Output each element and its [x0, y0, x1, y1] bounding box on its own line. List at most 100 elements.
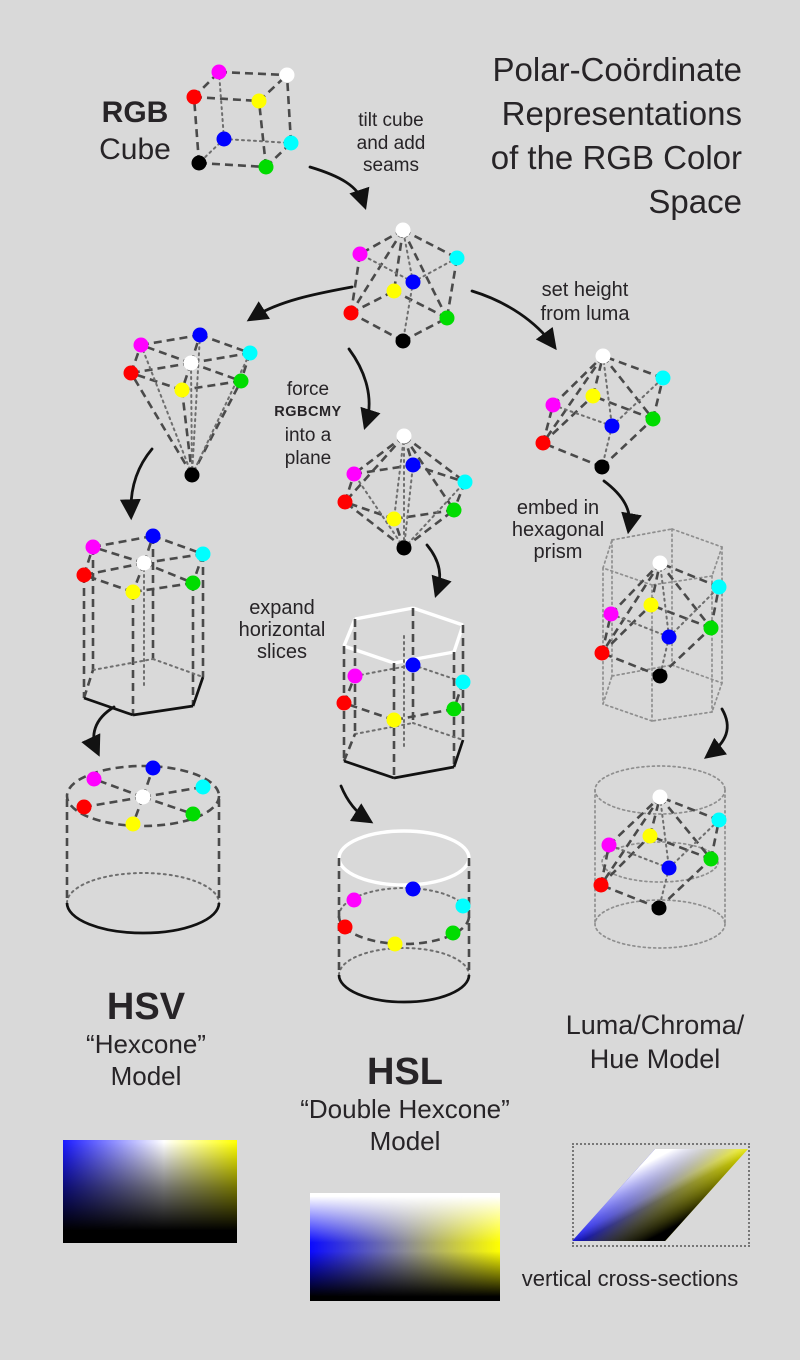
- node-cyan: [449, 250, 465, 266]
- node-blue: [145, 760, 161, 776]
- node-white: [652, 555, 668, 571]
- node-blue: [216, 131, 232, 147]
- node-red: [76, 799, 92, 815]
- luma-cross-section-box: [572, 1143, 750, 1247]
- node-cyan: [711, 579, 727, 595]
- node-yellow: [386, 283, 402, 299]
- node-green: [645, 411, 661, 427]
- page-title: Polar-Coördinate Representations of the …: [491, 48, 742, 224]
- hsv-cross-section: [63, 1140, 237, 1243]
- hsv-model-label: HSV “Hexcone” Model: [55, 986, 237, 1092]
- node-blue: [661, 860, 677, 876]
- node-green: [185, 806, 201, 822]
- hsl-subtitle2: Model: [369, 1126, 441, 1156]
- luma-title-line: Luma/Chroma/: [565, 1010, 745, 1040]
- node-red: [594, 645, 610, 661]
- arrow-hexcone-prism: [119, 447, 154, 521]
- figure-bipyramid: [337, 428, 473, 556]
- annotation-line: prism: [533, 541, 583, 563]
- node-white: [279, 67, 295, 83]
- figure-hsl-prism: [336, 606, 471, 780]
- figure-hsv-cylinder: [65, 760, 221, 935]
- node-blue: [145, 528, 161, 544]
- node-red: [593, 877, 609, 893]
- arrow-to-bipyramid: [347, 347, 381, 431]
- node-green: [703, 851, 719, 867]
- node-green: [446, 701, 462, 717]
- node-blue: [405, 457, 421, 473]
- annotation-set-height: set height from luma: [500, 278, 670, 326]
- node-green: [446, 502, 462, 518]
- arrow-hsl-cylinder: [339, 784, 374, 824]
- node-magenta: [603, 606, 619, 622]
- luma-title-line: Hue Model: [589, 1044, 721, 1074]
- node-magenta: [346, 466, 362, 482]
- annotation-line: plane: [284, 448, 332, 469]
- node-yellow: [585, 388, 601, 404]
- node-yellow: [125, 584, 141, 600]
- arrow-hsv-cylinder: [81, 705, 116, 757]
- annotation-expand-slices: expand horizontal slices: [212, 597, 352, 663]
- hsl-title: HSL: [367, 1051, 443, 1093]
- hsv-subtitle: “Hexcone”: [86, 1029, 206, 1059]
- node-magenta: [211, 64, 227, 80]
- figure-luma-solid: [535, 348, 671, 475]
- node-white: [396, 428, 412, 444]
- luma-cross-section: [572, 1149, 748, 1241]
- annotation-tilt-cube: tilt cube and add seams: [326, 110, 456, 178]
- node-yellow: [642, 828, 658, 844]
- title-line: of the RGB Color: [490, 139, 742, 176]
- node-green: [258, 159, 274, 175]
- arrow-luma-cylinder: [703, 707, 729, 759]
- figure-luma-prism: [594, 528, 727, 722]
- node-blue: [405, 274, 421, 290]
- node-magenta: [545, 397, 561, 413]
- node-black: [396, 540, 412, 556]
- node-yellow: [125, 816, 141, 832]
- node-black: [651, 900, 667, 916]
- rgb-cube-label-rest: Cube: [99, 133, 171, 166]
- node-magenta: [86, 771, 102, 787]
- figure-rgb-cube: [186, 64, 299, 175]
- hsv-title: HSV: [106, 986, 186, 1028]
- figure-hexcone-top: [123, 327, 258, 483]
- node-yellow: [251, 93, 267, 109]
- node-cyan: [195, 546, 211, 562]
- annotation-line: slices: [256, 641, 307, 663]
- node-yellow: [386, 712, 402, 728]
- figure-luma-cylinder: [593, 765, 727, 949]
- hsl-cross-section: [310, 1193, 500, 1301]
- node-red: [336, 695, 352, 711]
- arrow-tilt: [308, 165, 370, 210]
- node-red: [337, 919, 353, 935]
- node-cyan: [711, 812, 727, 828]
- node-black: [184, 467, 200, 483]
- node-red: [337, 494, 353, 510]
- annotation-line: embed in: [516, 497, 600, 519]
- annotation-line: horizontal: [238, 619, 326, 641]
- node-black: [652, 668, 668, 684]
- node-red: [535, 435, 551, 451]
- hsv-subtitle2: Model: [110, 1061, 182, 1091]
- annotation-line: expand: [249, 597, 315, 619]
- hsl-model-label: HSL “Double Hexcone” Model: [300, 1051, 510, 1157]
- arrow-to-hexcone: [246, 285, 354, 322]
- node-yellow: [386, 511, 402, 527]
- annotation-line: from luma: [540, 303, 630, 325]
- node-blue: [604, 418, 620, 434]
- node-green: [445, 925, 461, 941]
- node-cyan: [457, 474, 473, 490]
- node-yellow: [387, 936, 403, 952]
- node-red: [186, 89, 202, 105]
- figure-hsv-prism: [76, 528, 211, 717]
- node-red: [123, 365, 139, 381]
- node-magenta: [352, 246, 368, 262]
- node-yellow: [643, 597, 659, 613]
- cross-sections-caption: vertical cross-sections: [521, 1266, 739, 1291]
- figure-hsl-cylinder: [337, 829, 471, 1004]
- node-cyan: [195, 779, 211, 795]
- node-black: [594, 459, 610, 475]
- arrow-luma-prism: [602, 479, 642, 535]
- luma-model-label: Luma/Chroma/ Hue Model: [540, 1008, 770, 1076]
